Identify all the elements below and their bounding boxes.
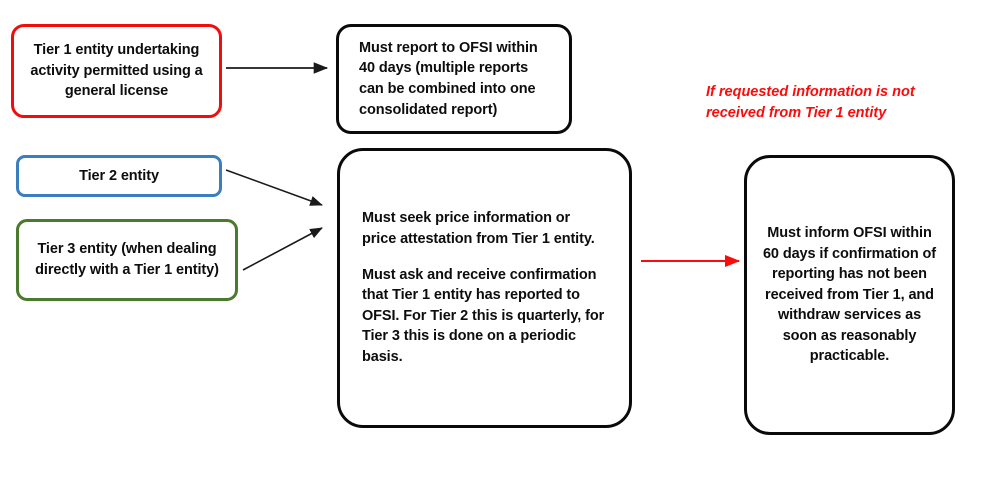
node-inform-ofsi-60-days-text: Must inform OFSI within 60 days if confi… [762, 224, 937, 365]
node-tier3-entity[interactable]: Tier 3 entity (when dealing directly wit… [16, 219, 238, 301]
node-report-to-ofsi-40-days-text: Must report to OFSI within 40 days (mult… [359, 39, 538, 118]
node-obligations-paragraph-2: Must ask and receive confirmation that T… [362, 266, 605, 366]
node-tier2-tier3-obligations[interactable]: Must seek price information or price att… [337, 148, 632, 428]
edge-tier2-to-obligations [225, 169, 323, 206]
node-tier3-entity-text: Tier 3 entity (when dealing directly wit… [35, 241, 219, 278]
node-tier1-entity-text: Tier 1 entity undertaking activity permi… [30, 42, 203, 100]
node-tier2-entity[interactable]: Tier 2 entity [16, 155, 222, 197]
annotation-information-not-received: If requested information is not received… [706, 84, 915, 121]
node-tier1-entity[interactable]: Tier 1 entity undertaking activity permi… [11, 24, 222, 118]
node-obligations-paragraph-1: Must seek price information or price att… [362, 210, 595, 247]
node-tier2-entity-text: Tier 2 entity [79, 167, 159, 184]
edge-tier3-to-obligations [242, 227, 323, 271]
node-inform-ofsi-60-days[interactable]: Must inform OFSI within 60 days if confi… [744, 155, 955, 435]
node-report-to-ofsi-40-days[interactable]: Must report to OFSI within 40 days (mult… [336, 24, 572, 134]
